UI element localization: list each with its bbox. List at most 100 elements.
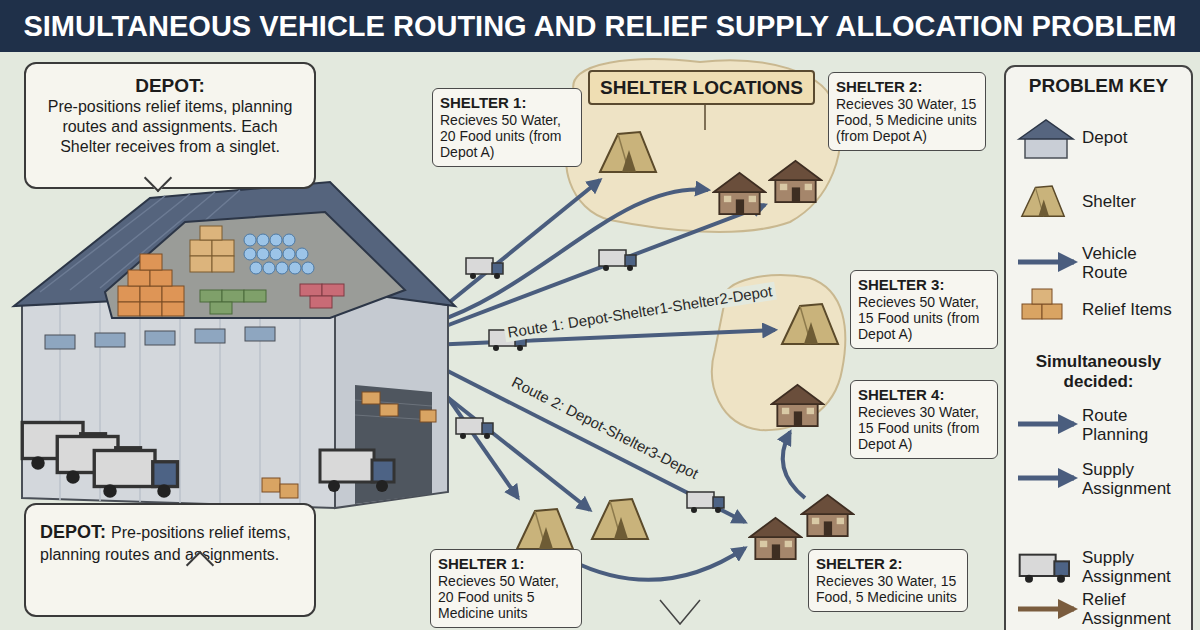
shelters — [770, 161, 821, 202]
vehicle-routes — [660, 600, 700, 624]
depot-warehouse — [245, 327, 275, 341]
node-heading: SHELTER 4: — [858, 386, 990, 404]
title-band — [0, 0, 1200, 52]
vehicle-routes — [430, 330, 775, 345]
legend-panel — [1032, 289, 1052, 304]
legend-text: Supply Assignment — [1082, 460, 1182, 498]
depot-warehouse — [296, 248, 308, 260]
node-heading: DEPOT: — [38, 74, 302, 97]
depot-warehouse — [262, 478, 280, 492]
legend-panel — [1025, 137, 1067, 158]
depot-warehouse — [95, 333, 125, 347]
depot-warehouse — [140, 286, 162, 302]
legend-text: Supply Assignment — [1082, 548, 1182, 586]
depot-warehouse — [244, 248, 256, 260]
legend-panel — [1019, 120, 1073, 139]
depot-warehouse — [200, 290, 266, 314]
route-trucks — [599, 250, 636, 271]
depot-warehouse — [118, 302, 140, 316]
title-bar: SIMULTANEOUS VEHICLE ROUTING AND RELIEF … — [0, 0, 1200, 52]
node-body: Recieves 30 Water, 15 Food, 5 Medicine u… — [816, 573, 960, 605]
shelter-box: SHELTER 3:Recieves 50 Water, 15 Food uni… — [850, 270, 998, 349]
legend-text: Relief Items — [1082, 300, 1182, 319]
depot-warehouse — [222, 290, 244, 302]
node-body: Recieves 30 Water, 15 Food, 5 Medicine u… — [836, 96, 978, 144]
node-heading: SHELTER LOCATIONS — [600, 76, 803, 99]
depot-warehouse — [244, 290, 266, 302]
shelter-box: SHELTER 1:Recieves 50 Water, 20 Food uni… — [430, 549, 582, 628]
depot-warehouse — [322, 284, 344, 296]
legend-panel — [1020, 555, 1069, 583]
depot-warehouse — [45, 335, 75, 349]
vehicle-routes — [430, 180, 805, 624]
route-label: Route 2: Depot-Shelter3-Depot — [506, 372, 704, 485]
route-trucks — [466, 258, 503, 279]
shelter-box: SHELTER 2:Recieves 30 Water, 15 Food, 5 … — [828, 72, 986, 151]
shelters — [750, 518, 801, 559]
vehicle-routes — [783, 432, 805, 498]
node-body: Recieves 30 Water, 15 Food units (from D… — [858, 404, 990, 452]
legend-panel — [1018, 607, 1074, 612]
route-trucks — [687, 492, 724, 513]
node-body: Recieves 50 Water, 20 Food units (from D… — [440, 112, 574, 160]
depot-warehouse — [263, 262, 275, 274]
node-heading: SHELTER 3: — [858, 276, 990, 294]
legend-panel — [1018, 260, 1074, 265]
depot-warehouse — [302, 262, 314, 274]
depot-warehouse — [310, 296, 332, 308]
depot-warehouse — [162, 302, 184, 316]
legend-panel — [1022, 304, 1042, 319]
node-body: Recieves 50 Water, 15 Food units (from D… — [858, 294, 990, 342]
depot-warehouse — [244, 234, 256, 246]
vehicle-routes — [430, 362, 745, 522]
depot-warehouse — [190, 256, 212, 272]
shelters — [772, 385, 823, 426]
legend-panel — [1018, 476, 1074, 481]
depot-warehouse — [320, 450, 394, 492]
depot-warehouse — [355, 385, 432, 504]
legend-heading: PROBLEM KEY — [1005, 74, 1192, 97]
depot-warehouse — [280, 484, 298, 498]
legend-text: Relief Assignment — [1082, 590, 1182, 628]
depot-warehouse — [212, 256, 234, 272]
shelter-area — [566, 59, 840, 232]
depot-warehouse — [200, 290, 222, 302]
depot-warehouse — [195, 329, 225, 343]
depot-warehouse — [60, 291, 300, 506]
depot-warehouse — [257, 234, 269, 246]
shelter-area — [566, 59, 845, 430]
depot-warehouse — [244, 234, 314, 274]
node-heading: SHELTER 2: — [816, 555, 960, 573]
node-heading: SHELTER 1: — [440, 94, 574, 112]
depot-warehouse — [145, 331, 175, 345]
depot-warehouse — [118, 254, 184, 316]
node-body: Recieves 50 Water, 20 Food units 5 Medic… — [438, 573, 574, 621]
legend-text: Route Planning — [1082, 406, 1182, 444]
depot-warehouse — [380, 404, 398, 416]
legend-panel — [1005, 66, 1192, 630]
node-heading: SHELTER 1: — [438, 555, 574, 573]
shelter-box: SHELTER 1:Recieves 50 Water, 20 Food uni… — [432, 88, 582, 167]
node-body: Pre-positions relief items, planning rou… — [38, 97, 302, 157]
depot-warehouse — [140, 302, 162, 316]
route-trucks — [456, 418, 493, 439]
legend-panel — [1005, 66, 1192, 630]
callout-box: DEPOT:Pre-positions relief items, planni… — [24, 62, 316, 189]
depot-warehouse — [162, 286, 184, 302]
depot-warehouse — [118, 286, 140, 302]
depot-warehouse — [257, 248, 269, 260]
depot-warehouse — [14, 182, 455, 508]
node-heading: SHELTER 2: — [836, 78, 978, 96]
shelters — [517, 132, 853, 559]
depot-warehouse — [22, 288, 335, 508]
legend-panel — [1022, 186, 1064, 216]
depot-warehouse — [212, 240, 234, 256]
depot-warehouse — [262, 392, 436, 498]
depot-warehouse — [270, 248, 282, 260]
shelters — [802, 495, 853, 536]
node-heading: DEPOT: — [40, 522, 106, 542]
shelter-box: SHELTER 2:Recieves 30 Water, 15 Food, 5 … — [808, 549, 968, 612]
depot-warehouse — [300, 284, 322, 296]
callout-box: DEPOT:Pre-positions relief items, planni… — [24, 503, 316, 617]
